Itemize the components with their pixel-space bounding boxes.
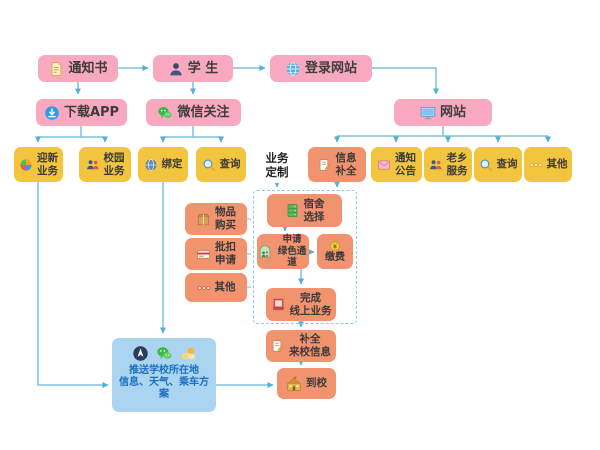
node-label: 缴费 bbox=[325, 252, 345, 264]
node-batch-deduction: 批扣 申请 bbox=[185, 238, 247, 270]
node-label: 申请 绿色通道 bbox=[277, 234, 307, 269]
node-student: 学 生 bbox=[153, 55, 233, 82]
globe-icon bbox=[285, 61, 301, 77]
node-notice-board: 通知 公告 bbox=[371, 147, 422, 182]
node-welcome-business: 迎新 业务 bbox=[14, 147, 63, 182]
node-label: 微信关注 bbox=[177, 104, 230, 120]
node-label: 登录网站 bbox=[304, 60, 357, 76]
node-label: 宿舍 选择 bbox=[303, 197, 325, 223]
node-download-app: 下载APP bbox=[36, 99, 127, 126]
search-icon bbox=[479, 158, 493, 172]
node-label: 下载APP bbox=[63, 104, 120, 120]
cabinet-icon bbox=[285, 203, 300, 218]
node-label: 迎新 业务 bbox=[37, 151, 58, 177]
node-label: 查询 bbox=[496, 158, 518, 171]
search-icon bbox=[202, 158, 216, 172]
card-icon bbox=[196, 247, 211, 262]
node-info-completion: 信息 补全 bbox=[308, 147, 366, 182]
people-icon bbox=[429, 158, 443, 172]
compass-icon bbox=[132, 345, 149, 362]
node-label: 通知 公告 bbox=[395, 151, 416, 177]
monitor-icon bbox=[420, 105, 436, 121]
node-label: 完成 线上业务 bbox=[289, 291, 332, 317]
box-icon bbox=[196, 212, 211, 227]
wechat-icon bbox=[157, 105, 173, 121]
globe-icon bbox=[144, 158, 158, 172]
school-building-icon bbox=[286, 376, 302, 392]
node-goods-purchase: 物品 购买 bbox=[185, 203, 247, 235]
node-hometown-service: 老乡 服务 bbox=[424, 147, 472, 182]
envelope-icon bbox=[377, 158, 391, 172]
money-bag-icon: ¥ bbox=[328, 238, 342, 252]
node-query-website: 查询 bbox=[474, 147, 522, 182]
node-dorm-selection: 宿舍 选择 bbox=[267, 194, 342, 227]
student-icon bbox=[168, 61, 184, 77]
form-pencil-icon bbox=[271, 339, 285, 353]
node-label: 补全 来校信息 bbox=[289, 333, 331, 358]
form-pencil-icon bbox=[318, 158, 332, 172]
node-label: 推送学校所在地 信息、天气、乘车方案 bbox=[119, 365, 209, 401]
wechat-icon bbox=[156, 345, 173, 362]
node-wechat-follow: 微信关注 bbox=[146, 99, 241, 126]
node-other-business: 其他 bbox=[185, 273, 247, 302]
dots-icon bbox=[529, 158, 543, 172]
node-label: 学 生 bbox=[187, 60, 219, 76]
weather-icon bbox=[180, 345, 197, 362]
node-green-channel: 申请 绿色通道 bbox=[257, 234, 309, 269]
node-label: 老乡 服务 bbox=[446, 151, 468, 177]
svg-text:¥: ¥ bbox=[333, 245, 337, 251]
node-other-website: 其他 bbox=[524, 147, 572, 182]
node-business-customization: 业务 定制 bbox=[252, 147, 302, 183]
node-bind: 绑定 bbox=[138, 147, 188, 182]
node-label: 到校 bbox=[306, 377, 327, 390]
node-admission-notice: 通知书 bbox=[38, 55, 118, 82]
node-label: 绑定 bbox=[161, 158, 183, 171]
red-book-icon bbox=[271, 297, 286, 312]
node-label: 通知书 bbox=[68, 60, 108, 76]
node-label: 批扣 申请 bbox=[215, 241, 236, 266]
node-complete-arrival-info: 补全 来校信息 bbox=[266, 330, 336, 362]
node-label: 物品 购买 bbox=[215, 206, 236, 231]
node-label: 校园 业务 bbox=[103, 151, 125, 177]
node-label: 网站 bbox=[439, 104, 466, 120]
node-login-website: 登录网站 bbox=[270, 55, 372, 82]
online-business-group bbox=[253, 190, 357, 324]
push-icons bbox=[132, 345, 197, 362]
document-icon bbox=[48, 61, 64, 77]
dots-icon bbox=[197, 281, 211, 295]
node-website: 网站 bbox=[394, 99, 492, 126]
node-label: 其他 bbox=[546, 158, 568, 171]
node-push-local-info: 推送学校所在地 信息、天气、乘车方案 bbox=[112, 338, 216, 412]
node-label: 信息 补全 bbox=[335, 151, 357, 177]
green-channel-icon bbox=[258, 244, 272, 259]
people-icon bbox=[86, 158, 100, 172]
node-finish-online-business: 完成 线上业务 bbox=[266, 288, 336, 321]
node-arrive-at-school: 到校 bbox=[277, 368, 336, 399]
node-label: 查询 bbox=[219, 158, 241, 171]
node-query-wechat: 查询 bbox=[196, 147, 246, 182]
app-download-icon bbox=[44, 105, 60, 121]
node-campus-business: 校园 业务 bbox=[79, 147, 131, 182]
node-pay-fee: ¥ 缴费 bbox=[317, 234, 353, 269]
node-label: 业务 定制 bbox=[265, 150, 289, 179]
node-label: 其他 bbox=[214, 281, 236, 294]
pinwheel-icon bbox=[19, 158, 33, 172]
